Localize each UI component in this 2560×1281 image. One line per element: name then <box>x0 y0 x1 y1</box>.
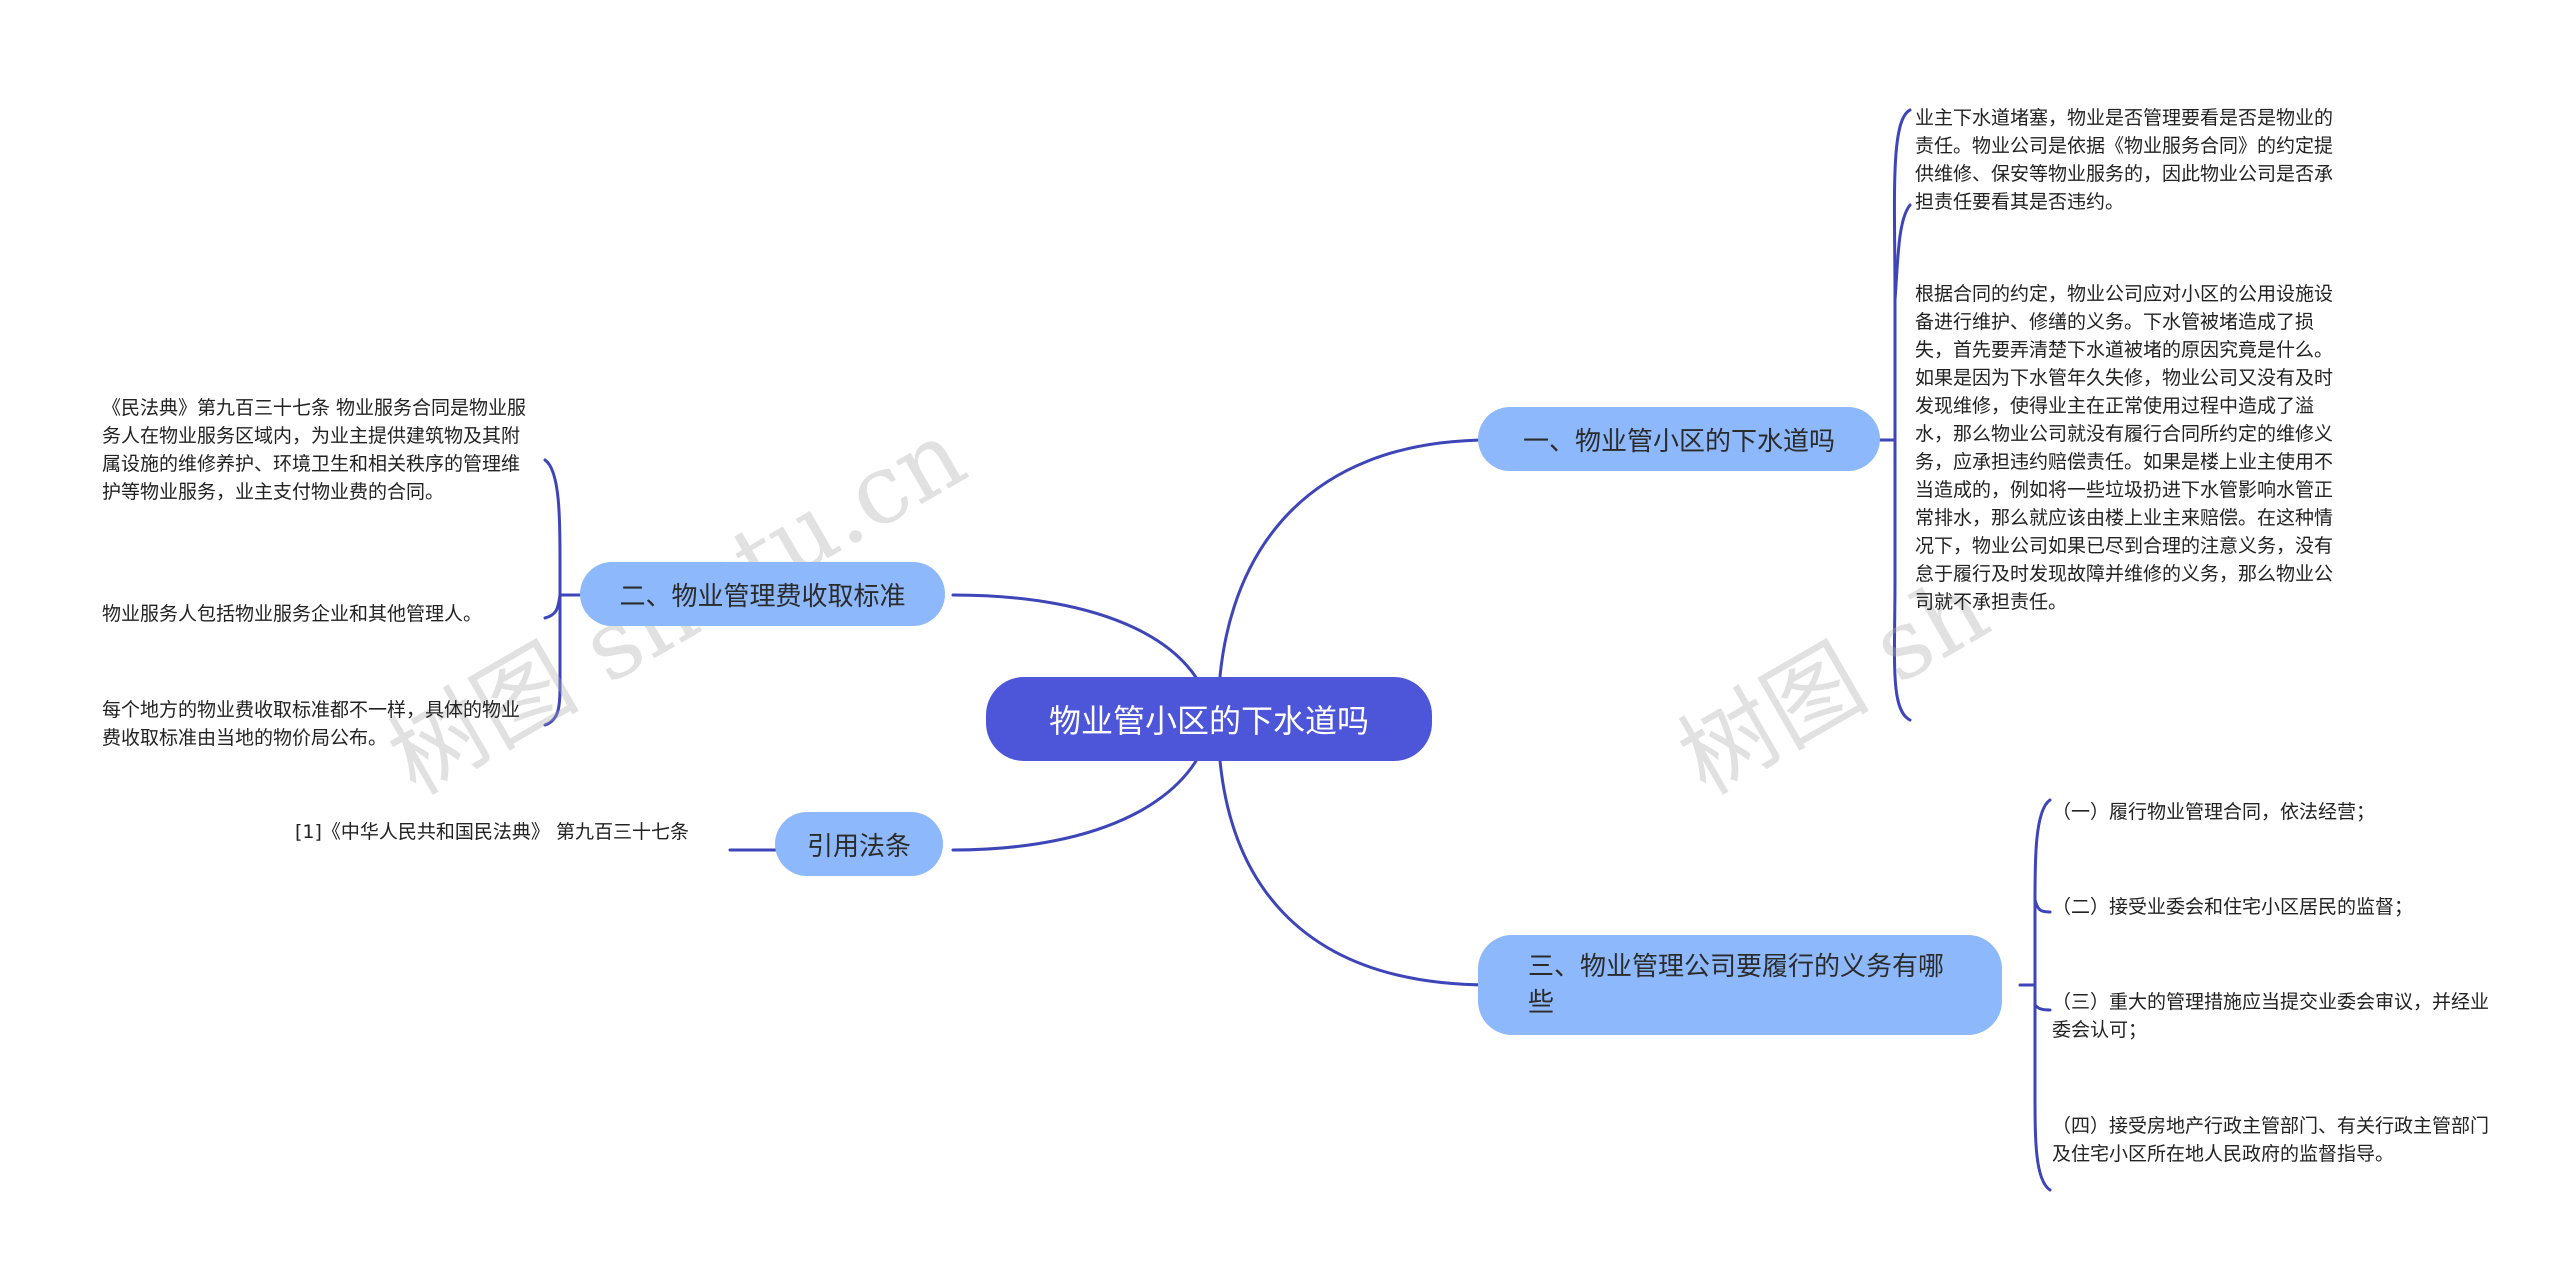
b4-leaf-1: [1]《中华人民共和国民法典》 第九百三十七条 <box>295 821 689 843</box>
root-node[interactable]: 物业管小区的下水道吗 <box>986 677 1432 761</box>
branch-4[interactable]: 引用法条 <box>775 812 943 876</box>
b2-leaf-3: 每个地方的物业费收取标准都不一样，具体的物业费收取标准由当地的物价局公布。 <box>102 699 521 749</box>
b2-leaf-1: 《民法典》第九百三十七条 物业服务合同是物业服务人在物业服务区域内，为业主提供建… <box>102 397 527 503</box>
connector-root-b3 <box>1216 716 1492 987</box>
branch-3[interactable]: 三、物业管理公司要履行的义务有哪些 <box>1478 935 2002 1035</box>
branch-2[interactable]: 二、物业管理费收取标准 <box>580 562 945 626</box>
b3-leaf-1: （一）履行物业管理合同，依法经营； <box>2052 801 2376 823</box>
bracket-b1 <box>1892 108 1912 722</box>
bracket-b3 <box>2033 798 2052 1192</box>
b2-leaf-2: 物业服务人包括物业服务企业和其他管理人。 <box>102 603 483 625</box>
b3-leaf-4: （四）接受房地产行政主管部门、有关行政主管部门及住宅小区所在地人民政府的监督指导… <box>2052 1115 2490 1165</box>
b1-leaf-2: 根据合同的约定，物业公司应对小区的公用设施设备进行维护、修缮的义务。下水管被堵造… <box>1915 283 2334 613</box>
b3-leaf-3: （三）重大的管理措施应当提交业委会审议，并经业委会认可； <box>2052 991 2490 1041</box>
connector-root-b1 <box>1216 438 1492 720</box>
bracket-b2 <box>543 458 562 727</box>
b3-leaf-2: （二）接受业委会和住宅小区居民的监督； <box>2052 896 2414 918</box>
branch-1[interactable]: 一、物业管小区的下水道吗 <box>1478 407 1880 471</box>
b1-leaf-1: 业主下水道堵塞，物业是否管理要看是否是物业的责任。物业公司是依据《物业服务合同》… <box>1915 107 2334 213</box>
